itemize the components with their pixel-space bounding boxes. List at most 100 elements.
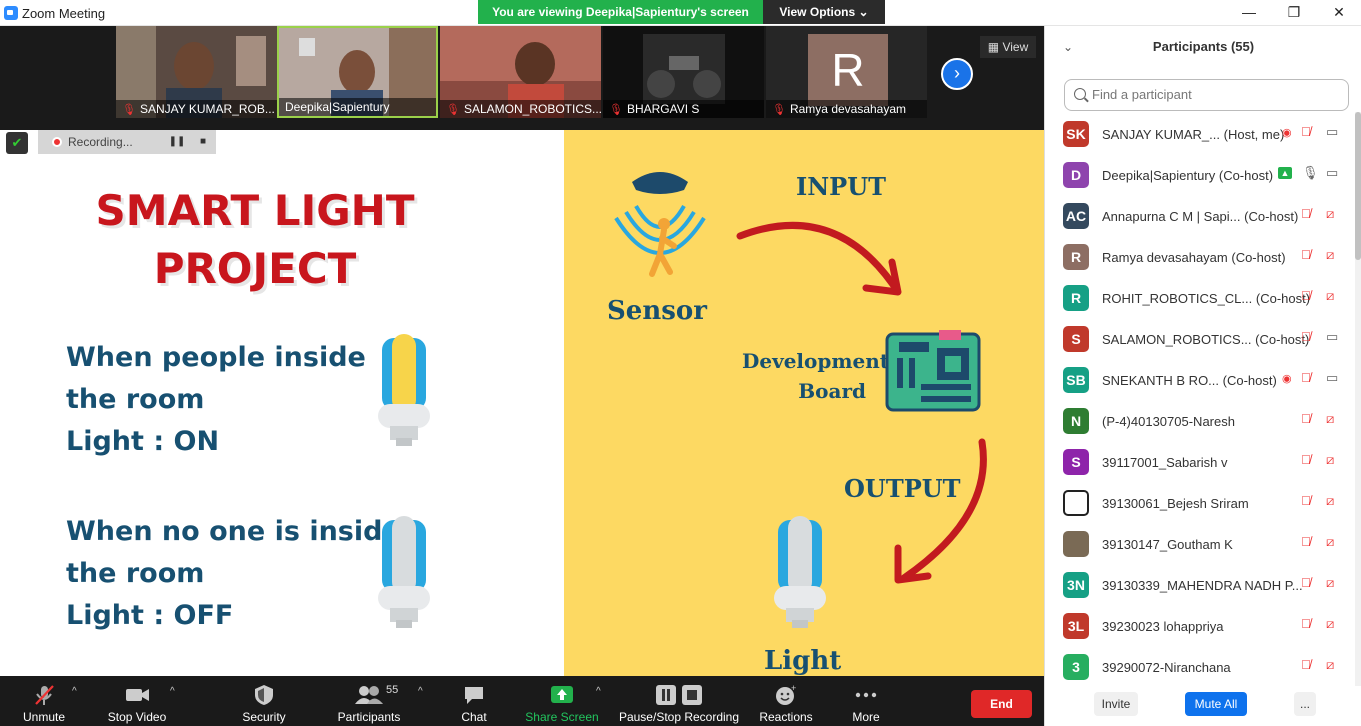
invite-button[interactable]: Invite (1094, 692, 1138, 716)
video-camera-icon: ▭ (1326, 165, 1339, 180)
avatar: AC (1063, 203, 1089, 229)
video-strip: 🎙SANJAY KUMAR_ROB... Deepika|Sapientury … (0, 26, 1044, 130)
development-board-label: Development Board (742, 346, 889, 406)
view-button[interactable]: ▦ View (980, 36, 1036, 58)
shield-check-icon: ✔ (6, 132, 28, 154)
video-off-icon: ⧄ (1326, 493, 1335, 508)
pause-recording-icon[interactable]: ❚❚ (168, 136, 186, 147)
participant-role: (Co-host) (1231, 250, 1286, 265)
participant-name: 39290072-Niranchana (1102, 660, 1231, 675)
share-options-caret[interactable]: ^ (596, 686, 601, 697)
panel-footer: Invite Mute All ... (1045, 686, 1361, 726)
maximize-button[interactable]: ❐ (1287, 4, 1301, 20)
video-options-caret[interactable]: ^ (170, 686, 175, 697)
recording-bar: ✔ Recording... ❚❚ ■ (6, 130, 216, 154)
stop-recording-icon[interactable]: ■ (199, 136, 207, 147)
participant-row[interactable]: 39130061_Bejesh Sriram 🎙̸⧄ (1045, 487, 1351, 528)
avatar: R (1063, 285, 1089, 311)
participant-name: Annapurna C M | Sapi... (Co-host) (1102, 209, 1298, 224)
video-tile[interactable]: 🎙SALAMON_ROBOTICS... (440, 26, 601, 118)
participant-search-input[interactable]: Find a participant (1064, 79, 1349, 111)
close-button[interactable]: ✕ (1333, 4, 1345, 20)
sensor-label: Sensor (607, 296, 707, 326)
zoom-logo-icon (4, 6, 18, 20)
avatar: D (1063, 162, 1089, 188)
pause-stop-recording-button[interactable]: Pause/Stop Recording (616, 676, 742, 726)
bulb-off-icon (378, 516, 430, 628)
mic-icon: 🎙 (1302, 165, 1319, 180)
minimize-button[interactable]: — (1242, 4, 1256, 20)
participant-role: (Co-host) (1255, 332, 1310, 347)
participant-name-text: (P-4)40130705-Naresh (1102, 414, 1235, 429)
participant-name: Ramya devasahayam (Co-host) (1102, 250, 1286, 265)
pause-stop-recording-label: Pause/Stop Recording (618, 710, 740, 724)
next-page-icon[interactable]: › (941, 58, 973, 90)
more-button[interactable]: More (840, 676, 892, 726)
participants-count: 55 (386, 684, 399, 696)
mic-muted-icon: 🎙̸ (1301, 329, 1311, 344)
avatar (1063, 531, 1089, 557)
participant-list-scrollbar[interactable] (1355, 112, 1361, 692)
on-line2: the room (66, 384, 205, 415)
participants-options-caret[interactable]: ^ (418, 686, 423, 697)
participant-role: (Co-host) (1255, 291, 1311, 306)
panel-more-button[interactable]: ... (1294, 692, 1316, 716)
video-tile-active[interactable]: Deepika|Sapientury (277, 26, 438, 118)
mic-muted-icon (35, 685, 54, 705)
panel-header: ⌄ Participants (55) (1045, 26, 1361, 68)
recording-icon: ◉ (1282, 373, 1292, 385)
mute-all-button[interactable]: Mute All (1185, 692, 1247, 716)
participant-name: 39130147_Goutham K (1102, 537, 1233, 552)
on-line3: Light : ON (66, 426, 220, 457)
participant-role: (Co-host) (1244, 209, 1299, 224)
video-off-icon: ⧄ (1326, 616, 1335, 631)
svg-text:+: + (791, 684, 796, 693)
end-meeting-button[interactable]: End (971, 690, 1032, 718)
share-screen-button[interactable]: Share Screen (524, 676, 600, 726)
sensor-icon (614, 172, 706, 277)
audio-options-caret[interactable]: ^ (72, 686, 77, 697)
video-camera-icon: ▭ (1326, 124, 1339, 139)
chevron-down-icon[interactable]: ⌄ (1063, 40, 1074, 54)
participants-button[interactable]: Participants 55 (334, 676, 404, 726)
shared-screen: SMART LIGHT PROJECT When people inside t… (0, 130, 1044, 676)
video-tile[interactable]: 🎙SANJAY KUMAR_ROB... (116, 26, 277, 118)
security-button[interactable]: Security (236, 676, 292, 726)
security-label: Security (242, 710, 286, 724)
participant-name-text: Ramya devasahayam (1102, 250, 1228, 265)
share-screen-icon (551, 686, 573, 703)
video-tile[interactable]: 🎙BHARGAVI S (603, 26, 764, 118)
unmute-button[interactable]: Unmute (16, 676, 72, 726)
video-tile[interactable]: R 🎙Ramya devasahayam (766, 26, 927, 118)
reactions-label: Reactions (759, 710, 813, 724)
chat-label: Chat (461, 710, 487, 724)
view-options-button[interactable]: View Options ⌄ (763, 0, 885, 24)
reactions-button[interactable]: + Reactions (756, 676, 816, 726)
on-line1: When people inside (66, 342, 366, 373)
video-off-icon: ⧄ (1326, 452, 1335, 467)
stop-video-button[interactable]: Stop Video (104, 676, 170, 726)
participant-row[interactable]: N(P-4)40130705-Naresh 🎙̸⧄ (1045, 405, 1351, 446)
participant-name: 39117001_Sabarish v (1102, 455, 1228, 470)
participant-role: (Co-host) (1222, 373, 1277, 388)
recording-label: Recording... (68, 135, 133, 149)
slide-right-panel: Sensor INPUT Development Board OUTPUT Li… (564, 130, 1044, 676)
participant-row[interactable]: 39130147_Goutham K 🎙̸⧄ (1045, 528, 1351, 569)
slide-title-line2: PROJECT (153, 244, 357, 293)
scrollbar-thumb[interactable] (1355, 112, 1361, 260)
chat-button[interactable]: Chat (450, 676, 498, 726)
view-label: View (1002, 40, 1029, 54)
participant-name: SALAMON_ROBOTICS... (Co-host) (1102, 332, 1309, 347)
participant-name-text: 39130339_MAHENDRA NADH P... (1102, 578, 1303, 593)
